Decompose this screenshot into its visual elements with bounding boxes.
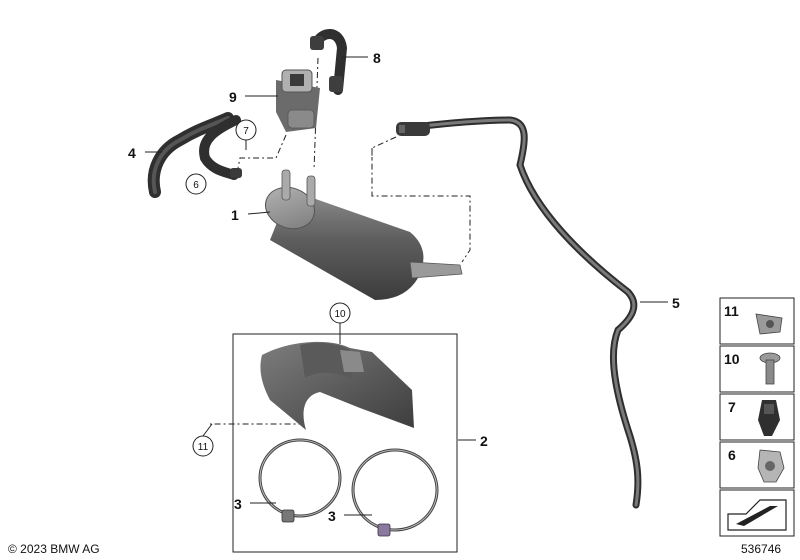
- callout-6-circle: 6: [185, 173, 207, 195]
- callout-3a: 3: [234, 496, 242, 512]
- hose-clamp-icon: [758, 400, 780, 436]
- vent-line-part-5: [396, 116, 642, 509]
- purge-valve-part-9: [276, 69, 320, 132]
- leader-lines: [145, 56, 668, 516]
- callout-7-circle: 7: [235, 119, 257, 141]
- assembly-frame-part-2: [232, 333, 458, 553]
- svg-text:1: 1: [231, 207, 239, 223]
- legend-item-arrow: [719, 489, 795, 537]
- legend-item-6: 6: [719, 441, 795, 489]
- screw-icon: [759, 352, 781, 385]
- svg-text:4: 4: [128, 145, 136, 161]
- carbon-canister-part-1: [265, 169, 463, 300]
- legend-panel: 11 10 7 6: [719, 297, 795, 537]
- hose-part-8: [310, 29, 348, 95]
- callout-10-circle: 10: [329, 302, 351, 324]
- legend-item-11: 11: [719, 297, 795, 345]
- clip-nut-icon: [755, 313, 783, 335]
- callout-3b: 3: [328, 508, 336, 524]
- legend-item-10: 10: [719, 345, 795, 393]
- svg-text:2: 2: [480, 433, 488, 449]
- svg-text:10: 10: [724, 351, 740, 367]
- heat-shield-part-10: [260, 341, 414, 430]
- svg-text:3: 3: [328, 508, 336, 524]
- callout-1: 1: [231, 207, 239, 223]
- strap-part-3a: [258, 438, 342, 523]
- svg-text:10: 10: [334, 309, 346, 320]
- svg-text:6: 6: [728, 447, 736, 463]
- callout-5: 5: [672, 295, 680, 311]
- callout-4: 4: [128, 145, 136, 161]
- hose-part-4: [147, 112, 234, 198]
- callout-11-circle: 11: [192, 423, 214, 457]
- hose-part-6: [199, 115, 242, 180]
- svg-text:6: 6: [193, 180, 199, 191]
- callout-8: 8: [373, 50, 381, 66]
- callout-2: 2: [480, 433, 488, 449]
- callout-9: 9: [229, 89, 237, 105]
- strap-part-3b: [351, 448, 439, 537]
- arrow-mat-icon: [727, 499, 787, 531]
- svg-text:11: 11: [198, 442, 209, 453]
- svg-text:7: 7: [243, 126, 249, 137]
- diagram-id: 536746: [741, 542, 782, 556]
- svg-text:7: 7: [728, 399, 736, 415]
- svg-text:9: 9: [229, 89, 237, 105]
- svg-text:5: 5: [672, 295, 680, 311]
- legend-item-7: 7: [719, 393, 795, 441]
- svg-text:11: 11: [724, 303, 739, 319]
- svg-text:8: 8: [373, 50, 381, 66]
- copyright-text: © 2023 BMW AG: [8, 542, 100, 556]
- pipe-clip-icon: [757, 449, 785, 483]
- svg-text:3: 3: [234, 496, 242, 512]
